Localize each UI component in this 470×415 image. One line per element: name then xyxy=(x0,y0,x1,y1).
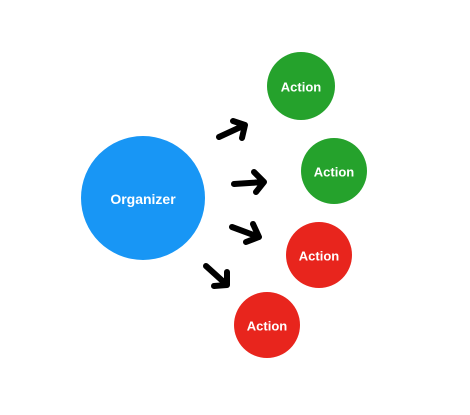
action-label-1: Action xyxy=(281,80,322,95)
arrow-to-action-2 xyxy=(231,169,267,195)
organizer-node: Organizer xyxy=(81,136,205,260)
action-label-4: Action xyxy=(247,319,288,334)
action-node-2: Action xyxy=(301,138,367,204)
action-node-1: Action xyxy=(267,52,335,120)
action-node-3: Action xyxy=(286,222,352,288)
action-node-4: Action xyxy=(234,292,300,358)
arrow-to-action-4 xyxy=(203,263,230,289)
action-circle-1 xyxy=(267,52,335,120)
organizer-circle xyxy=(81,136,205,260)
action-label-3: Action xyxy=(299,249,340,264)
action-circle-4 xyxy=(234,292,300,358)
organizer-label: Organizer xyxy=(110,191,176,207)
arrow-to-action-1 xyxy=(216,118,248,141)
action-circle-2 xyxy=(301,138,367,204)
action-circle-3 xyxy=(286,222,352,288)
action-label-2: Action xyxy=(314,165,355,180)
arrow-to-action-3 xyxy=(229,221,262,245)
